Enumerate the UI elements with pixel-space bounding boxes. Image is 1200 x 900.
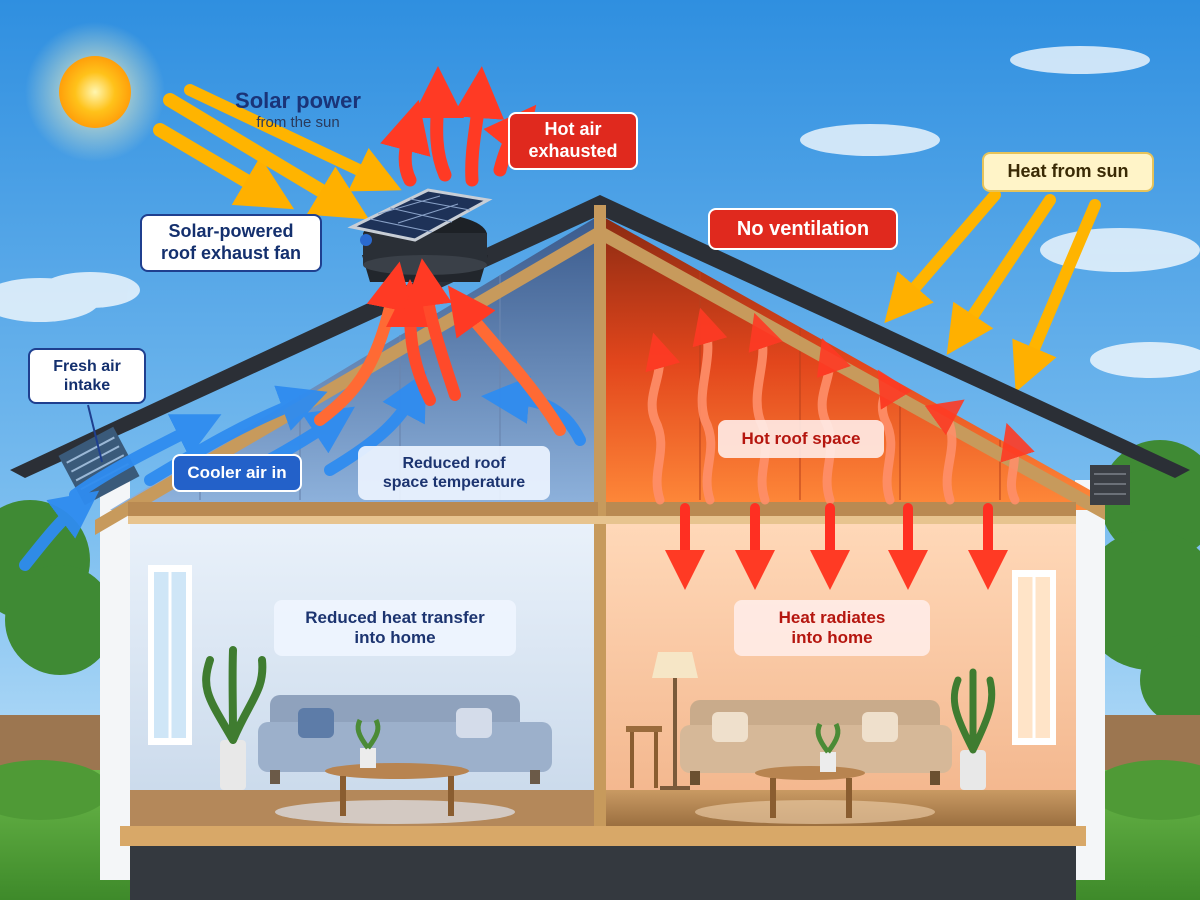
sun-icon <box>25 22 165 162</box>
heat-radiates-label: Heat radiates into home <box>734 600 930 656</box>
lamp-icon <box>652 652 698 790</box>
solar-power-subtitle: from the sun <box>256 114 340 132</box>
reduced-heat-line1: Reduced heat transfer <box>305 607 485 627</box>
left-siding <box>100 480 130 880</box>
cooler-air-text: Cooler air in <box>187 462 287 482</box>
heat-radiates-line2: into home <box>791 628 873 647</box>
warm-air-to-fan <box>314 258 566 436</box>
plant-icon <box>815 722 841 772</box>
solar-fan-label: Solar-powered roof exhaust fan <box>140 214 322 272</box>
heat-down-arrows <box>665 503 1008 590</box>
no-ventilation-text: No ventilation <box>736 218 870 240</box>
sofa-icon <box>258 695 552 784</box>
hot-air-line2: exhausted <box>528 141 618 161</box>
heat-radiates-line1: Heat radiates <box>778 607 886 627</box>
heat-from-sun-label: Heat from sun <box>982 152 1154 192</box>
vent-icon <box>1090 465 1130 505</box>
insulation-right <box>606 502 1076 516</box>
fresh-air-pointer <box>87 404 103 463</box>
heat-from-sun-text: Heat from sun <box>1007 161 1129 182</box>
table-icon <box>755 766 865 818</box>
hedges <box>0 760 1200 820</box>
reduced-heat-transfer-label: Reduced heat transfer into home <box>274 600 516 656</box>
fan-line2: roof exhaust fan <box>160 243 302 263</box>
plant-icon <box>950 668 996 790</box>
fan-line1: Solar-powered <box>168 221 294 242</box>
window-icon <box>148 565 192 745</box>
solar-panel-icon <box>347 188 493 242</box>
sun-rays-left <box>153 84 402 220</box>
solar-power-label: Solar power from the sun <box>200 82 396 138</box>
window-icon <box>1012 570 1056 745</box>
solar-power-title: Solar power <box>235 87 361 113</box>
crawl-space <box>130 846 1076 900</box>
plant-icon <box>202 646 267 790</box>
reduced-heat-line2: into home <box>354 628 436 647</box>
fresh-air-line2: intake <box>63 377 111 394</box>
sofa-icon <box>680 700 952 785</box>
no-ventilation-label: No ventilation <box>708 208 898 250</box>
hot-roof-space-label: Hot roof space <box>718 420 884 458</box>
reduced-roof-temp-label: Reduced roof space temperature <box>358 446 550 500</box>
plant-icon <box>355 718 381 768</box>
fresh-air-intake-label: Fresh air intake <box>28 348 146 404</box>
fresh-air-line1: Fresh air <box>53 357 121 375</box>
hot-air-line1: Hot air <box>544 119 602 140</box>
cooler-air-label: Cooler air in <box>172 454 302 492</box>
center-post <box>594 205 606 900</box>
cool-air-arrows <box>19 370 586 571</box>
hot-roof-space-text: Hot roof space <box>741 428 861 448</box>
hot-air-exhausted-label: Hot air exhausted <box>508 112 638 170</box>
room-cool <box>130 524 594 824</box>
right-siding <box>1075 480 1105 880</box>
insulation-left <box>128 502 598 516</box>
reduced-roof-line1: Reduced roof <box>402 454 506 472</box>
sun-rays-right <box>884 189 1101 393</box>
reduced-roof-line2: space temperature <box>382 474 526 491</box>
